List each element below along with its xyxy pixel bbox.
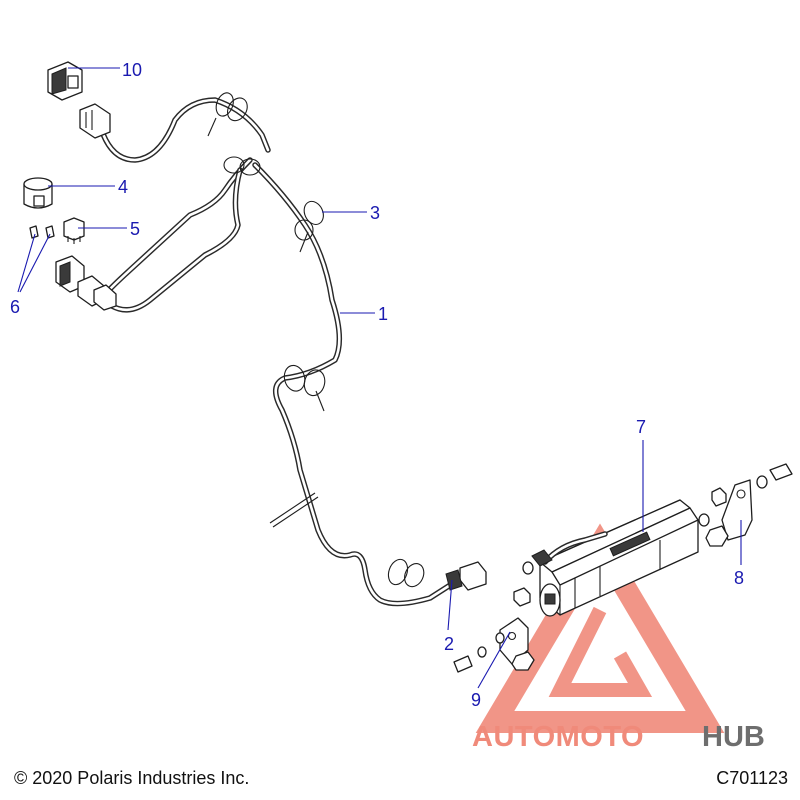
copyright-text: © 2020 Polaris Industries Inc. (14, 768, 250, 788)
watermark-text-part2: HUB (702, 721, 765, 753)
cable-tie-group (207, 92, 425, 588)
callout-1: 1 (378, 304, 388, 324)
part-7-light-bar (531, 499, 699, 617)
callout-10: 10 (122, 60, 142, 80)
cable-tie-3 (294, 200, 324, 253)
cable-tie-lower (283, 364, 326, 412)
hardware-right (698, 463, 793, 547)
callout-7: 7 (636, 417, 646, 437)
part-8-bracket (721, 479, 753, 541)
callout-2: 2 (444, 634, 454, 654)
part-6-terminals (29, 225, 55, 239)
cable-tie-top (207, 92, 248, 137)
harness-connector-cluster (55, 255, 117, 311)
callout-9: 9 (471, 690, 481, 710)
watermark-text-part1: AUTOMOTO (472, 721, 644, 753)
callout-labels: 10 1 2 3 4 5 6 7 8 9 (10, 60, 744, 710)
part-4-cap (23, 177, 53, 209)
callout-8: 8 (734, 568, 744, 588)
connector-10 (47, 61, 83, 101)
callout-3: 3 (370, 203, 380, 223)
part-5-relay (63, 217, 85, 244)
cable-tie-middle (223, 156, 261, 176)
push-mount-tie (269, 492, 319, 528)
cable-tie-bottom (387, 558, 425, 588)
part-2-connector (445, 561, 487, 591)
leader-lines (17, 67, 742, 689)
callout-5: 5 (130, 219, 140, 239)
watermark-text: AUTOMOTO HUB (472, 721, 765, 753)
watermark-logo (475, 523, 725, 733)
wire-harness (97, 97, 458, 607)
harness-connector-upper (79, 103, 111, 139)
callout-4: 4 (118, 177, 128, 197)
diagram-code: C701123 (716, 768, 788, 788)
callout-6: 6 (10, 297, 20, 317)
hardware-left (453, 561, 535, 673)
